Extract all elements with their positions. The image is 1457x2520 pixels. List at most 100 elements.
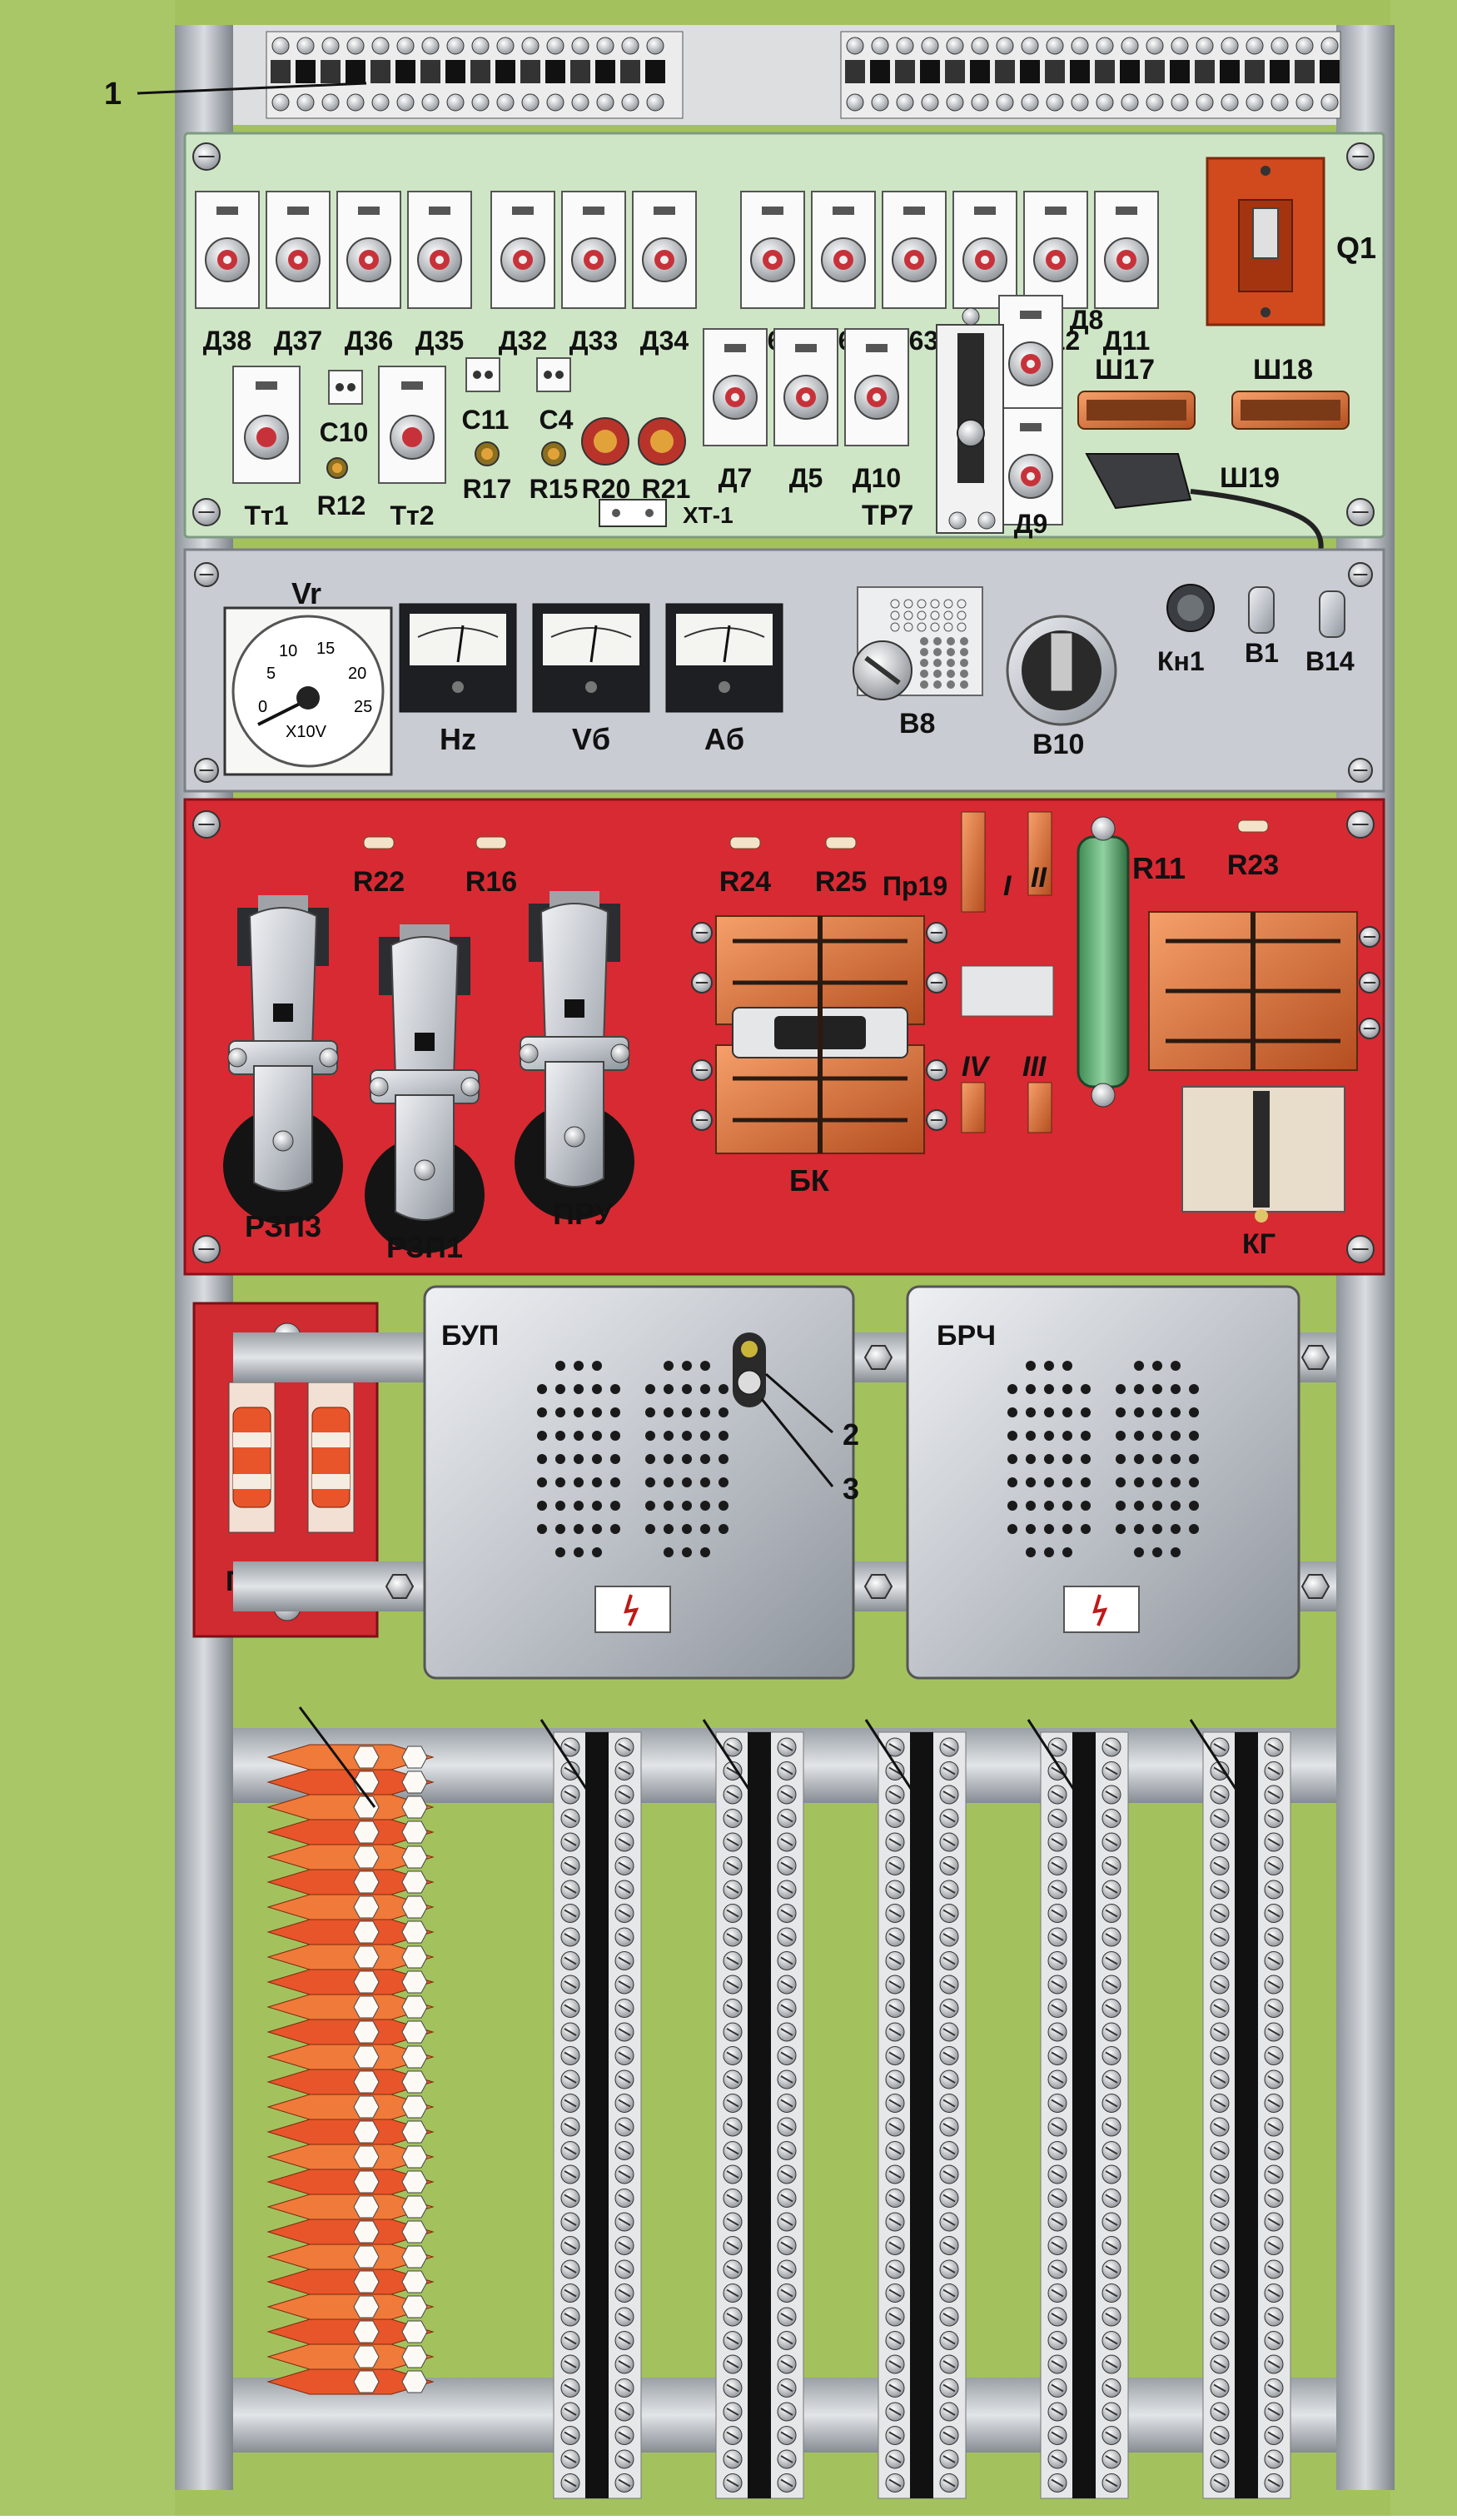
bottom-terminal-strips [266,1706,1291,2499]
rail-nut [863,1345,893,1370]
callout-2: 2 [843,1417,859,1452]
led-indicator [773,328,838,446]
resistor [541,441,566,466]
pr19-fuse-assembly [961,811,1054,1133]
vr-tick: 0 [258,698,267,716]
r11-resistor [1077,816,1130,1108]
transformer [232,366,301,484]
led-indicator [952,191,1017,309]
brch-grille [1007,1361,1199,1557]
led-indicator [490,191,555,309]
relay-label: РЗП1 [386,1230,463,1264]
transformer-label: Тт2 [390,501,434,530]
panel-meter [665,603,783,713]
capacitor [536,357,571,392]
vr-tick: 20 [348,665,366,683]
transformer-group: Тт1 Тт2 [232,366,446,530]
led-indicator [1094,191,1159,309]
led-indicator [998,407,1063,525]
resistor-label: R23 [1227,849,1279,881]
r11-label: R11 [1132,851,1186,885]
sh18-label: Ш18 [1253,354,1313,386]
led-indicator [195,191,260,309]
b1-toggle[interactable] [1248,586,1275,634]
b14-label: В14 [1305,646,1355,676]
led-label: Д11 [1103,326,1151,356]
meter-label: Aб [704,722,744,756]
bup-box [423,1285,855,1680]
grey-terminal-strip [540,1719,642,2499]
led-indicator [844,328,909,446]
led-label: Д32 [499,326,547,356]
capacitor [465,357,500,392]
relay [365,924,485,1253]
grey-terminal-strip [702,1719,804,2499]
tp7-label: ТР7 [862,500,913,531]
top-terminal-strip [233,25,1341,125]
connector-sh18 [1231,391,1350,430]
led-label: Д35 [415,326,464,356]
led-label: Д8 [1070,305,1104,335]
q1-switch[interactable] [1206,157,1325,326]
relay-label: РЗП3 [245,1209,321,1243]
orange-terminal-strip [266,1706,435,2395]
bk-label: БК [789,1163,830,1198]
roman-i: I [1003,870,1012,902]
kg-label: КГ [1242,1228,1275,1260]
b10-rotary-switch[interactable] [1006,615,1117,726]
brch-box [906,1285,1300,1680]
resistor-label: R24 [719,866,771,898]
led-label: Д7 [719,463,753,493]
b14-toggle[interactable] [1319,590,1345,638]
led-indicator [998,295,1063,413]
roman-ii: II [1031,862,1047,894]
roman-iii: III [1022,1051,1047,1083]
relay [223,895,343,1224]
fuse-holder [307,1382,355,1533]
resistor-label: R16 [465,866,517,898]
led-indicator [266,191,331,309]
brch-label: БРЧ [937,1320,996,1352]
led-label: Д36 [345,326,393,356]
resistor [581,417,629,466]
kn1-label: Кн1 [1157,646,1205,676]
resistor-label: R17 [463,474,512,504]
capacitor-label: С10 [320,417,369,447]
roman-iv: IV [962,1051,991,1083]
pr19-label: Пр19 [883,871,947,901]
callout-1: 1 [104,77,122,112]
led-label: Д37 [274,326,322,356]
bup-label: БУП [441,1320,499,1352]
led-label: Д33 [569,326,618,356]
fuse-holder [228,1382,276,1533]
transformer-label: Тт1 [244,501,288,530]
connector-sh17 [1077,391,1196,430]
kn1-button[interactable] [1166,584,1215,632]
vr-title: Vr [291,576,321,610]
xt1-terminal [599,499,667,527]
tp7-trimmer[interactable] [936,307,1004,534]
meter-label: Hz [440,722,476,756]
led-indicator [882,191,947,309]
led-indicator [811,191,876,309]
rail-nut [385,1574,415,1599]
led-label: Д9 [1014,509,1048,539]
bk-block [715,915,925,1154]
sh17-label: Ш17 [1095,354,1155,386]
kg-block [1148,911,1358,1223]
grey-terminal-strip [864,1719,967,2499]
resistor [475,441,500,466]
resistor-label: R15 [530,474,579,504]
vr-tick: 15 [316,640,335,658]
led-label: Д5 [789,463,823,493]
resistor [1237,819,1269,833]
b8-label: В8 [899,708,935,740]
connector-sh19 [1085,453,1324,568]
